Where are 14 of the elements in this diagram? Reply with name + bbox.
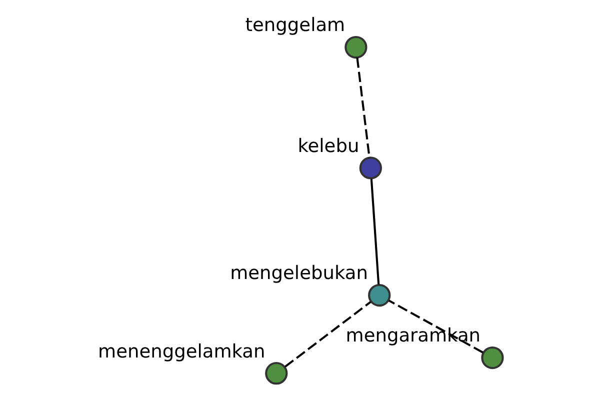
node-circle — [344, 36, 368, 59]
node-label: tenggelam — [245, 15, 346, 36]
connector — [284, 301, 372, 368]
node-label: kelebu — [298, 136, 360, 157]
node-circle — [368, 284, 391, 307]
node-label: mengaramkan — [346, 326, 481, 347]
node-circle — [481, 346, 504, 370]
node-label: menenggelamkan — [98, 341, 266, 362]
node-circle — [265, 362, 288, 385]
connector — [388, 300, 484, 354]
connector — [370, 178, 380, 284]
node-circle — [359, 156, 382, 180]
node-label: mengelebukan — [230, 263, 368, 284]
connector — [356, 57, 370, 158]
